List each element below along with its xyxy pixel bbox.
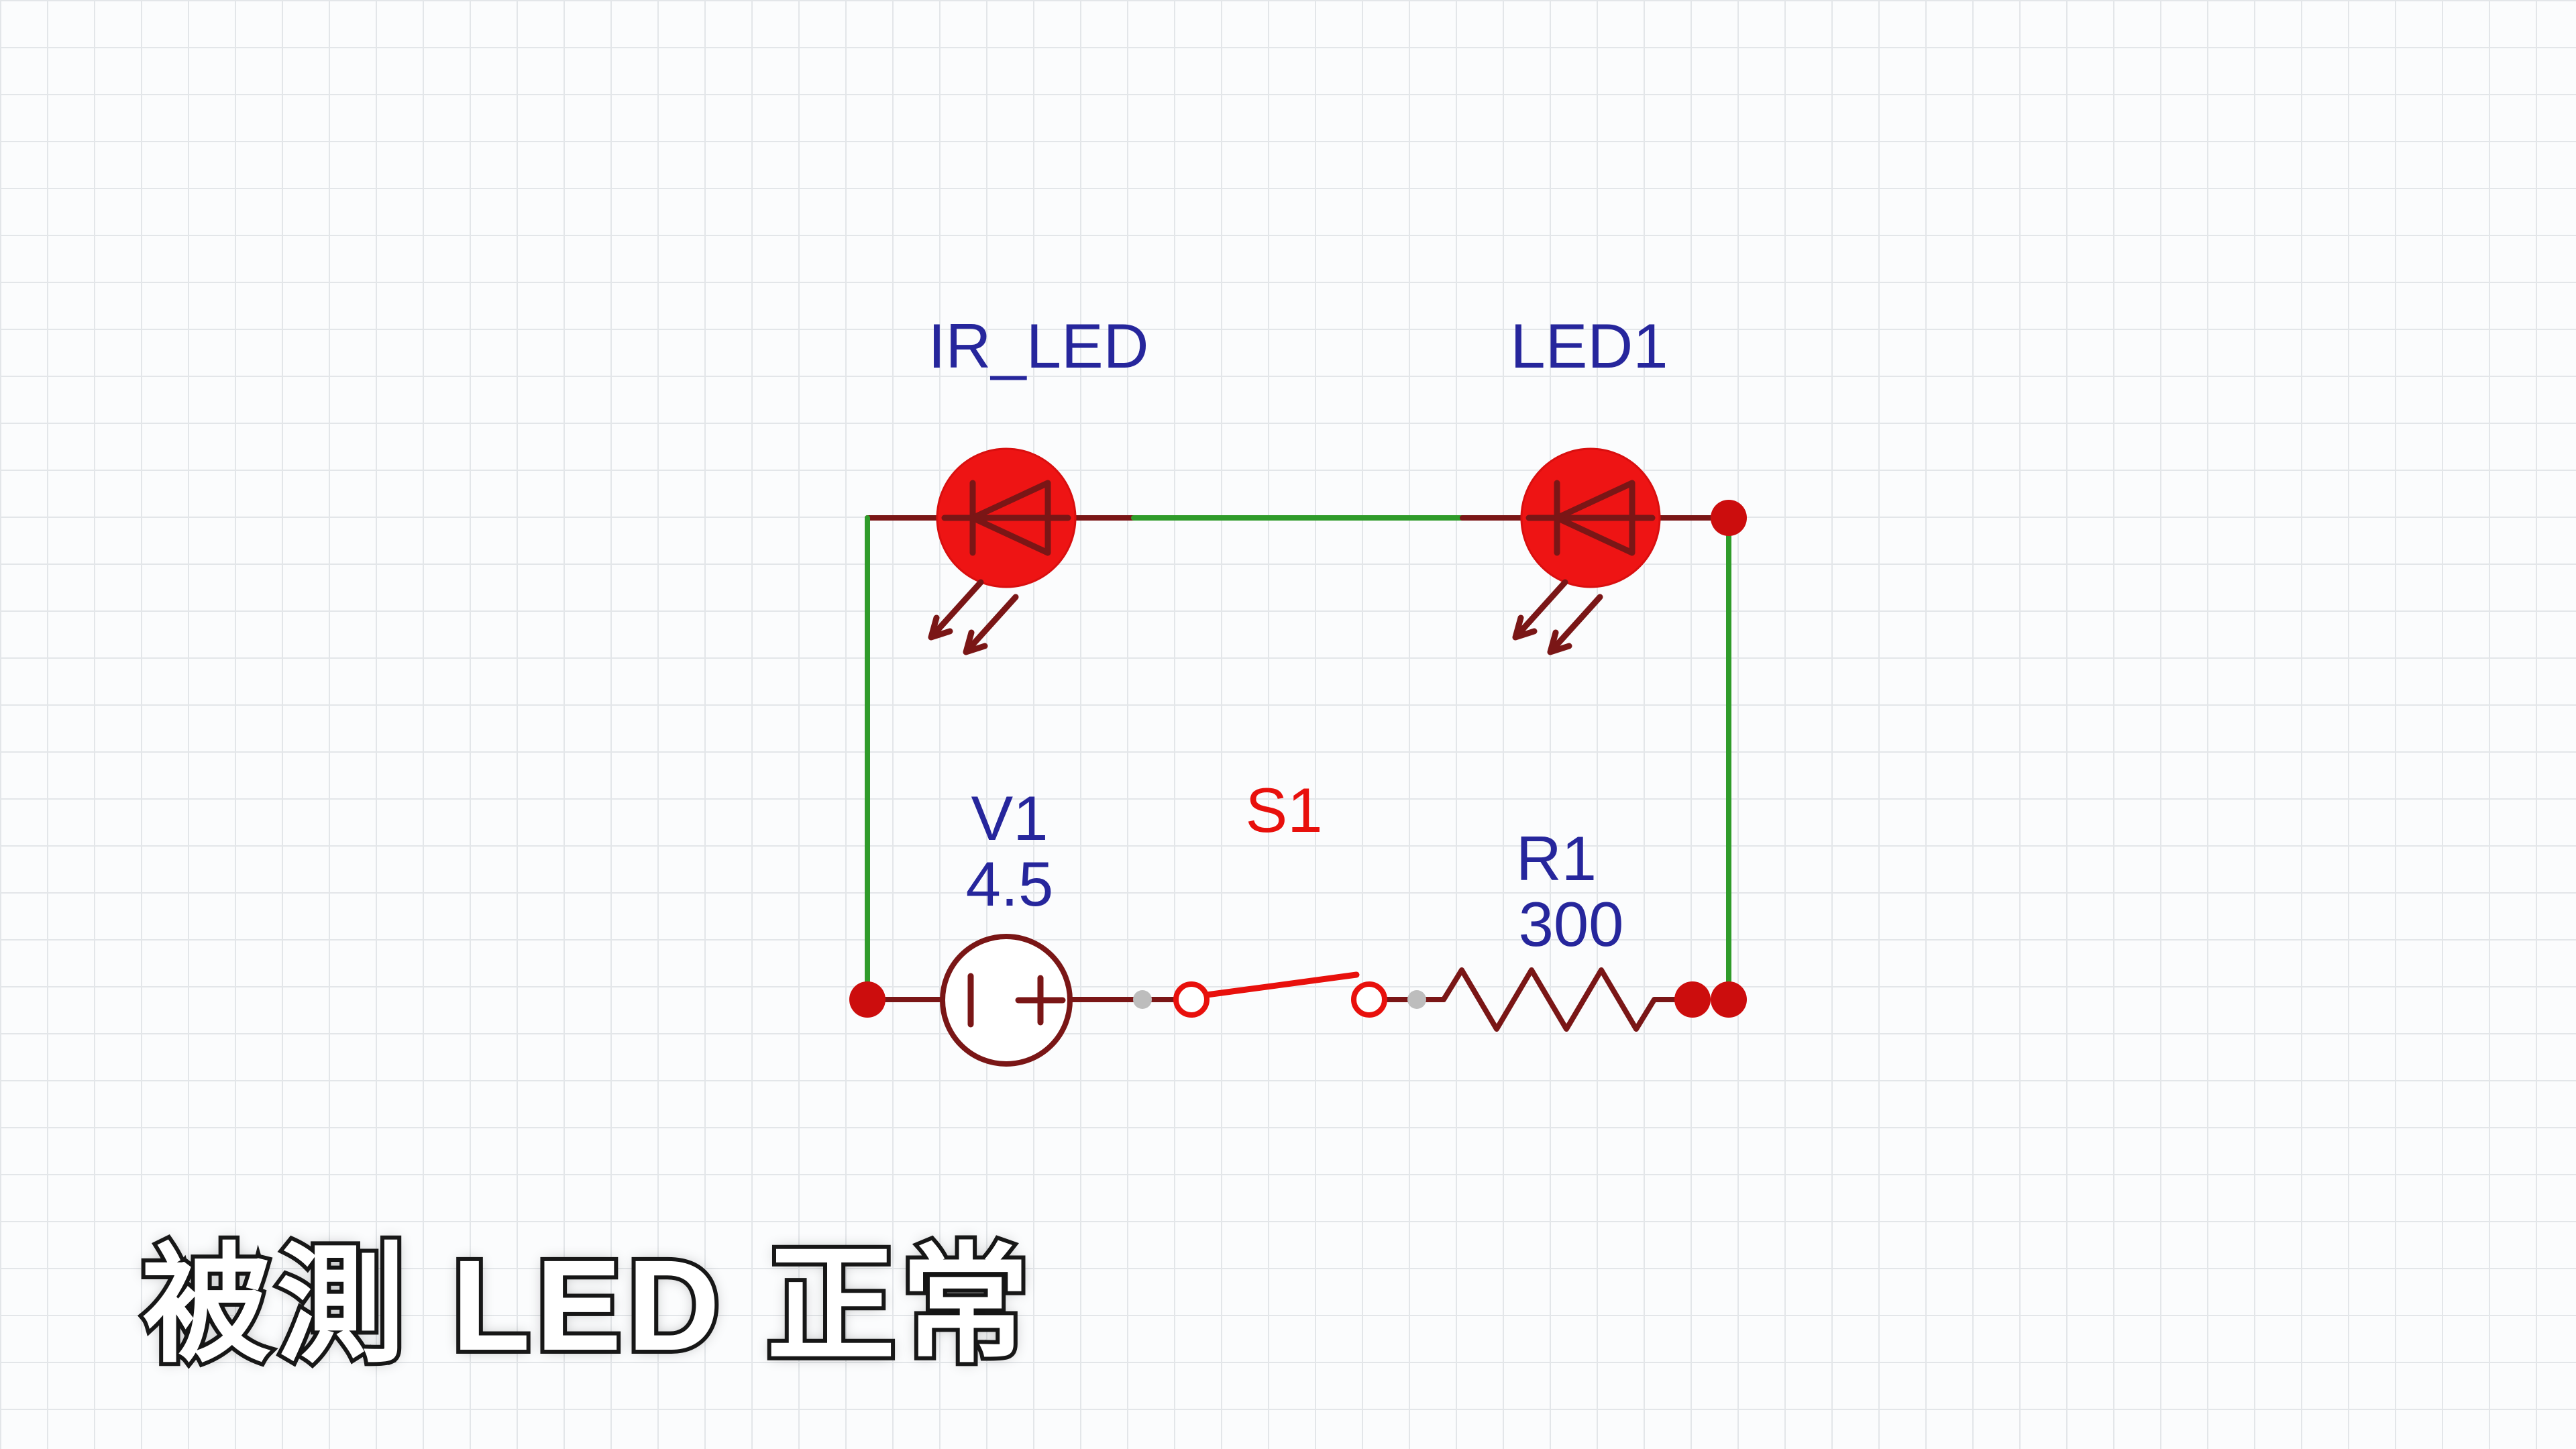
v1-name-label: V1 xyxy=(971,783,1049,853)
r1-name-label: R1 xyxy=(1516,823,1597,894)
switch-blade-icon[interactable] xyxy=(1203,971,1360,998)
diode-symbol-icon xyxy=(1525,480,1656,556)
emission-arrows-icon xyxy=(1512,579,1603,655)
switch-left-terminal-dot-icon xyxy=(1133,990,1152,1009)
v1-value-label: 4.5 xyxy=(966,849,1054,919)
switch-right-terminal-dot-icon xyxy=(1407,990,1426,1009)
junction-dot xyxy=(849,981,885,1018)
caption-subtitle: 被測 LED 正常 xyxy=(138,1229,1035,1381)
diode-symbol-icon xyxy=(941,480,1071,556)
junction-dot xyxy=(1674,981,1711,1018)
wires xyxy=(865,515,1731,1002)
component-s1-switch[interactable]: S1 xyxy=(1133,775,1426,1018)
junction-dot xyxy=(1711,500,1747,536)
switch-left-contact-icon xyxy=(1173,981,1210,1018)
s1-label: S1 xyxy=(1246,775,1323,845)
component-led1[interactable]: LED1 xyxy=(1510,311,1668,655)
component-r1-resistor[interactable]: R1 300 xyxy=(1441,823,1700,1032)
r1-value-label: 300 xyxy=(1519,889,1624,959)
component-v1-voltage-source[interactable]: V1 4.5 xyxy=(940,783,1073,1067)
emission-arrows-icon xyxy=(928,579,1019,655)
plus-terminal-icon xyxy=(1015,975,1066,1026)
switch-right-contact-icon xyxy=(1351,981,1387,1018)
component-ir-led[interactable]: IR_LED xyxy=(928,311,1149,655)
junction-dots xyxy=(849,500,1747,1018)
ir-led-label: IR_LED xyxy=(928,311,1148,381)
voltage-source-body-icon xyxy=(940,934,1073,1067)
led1-label: LED1 xyxy=(1510,311,1668,381)
resistor-zigzag-icon xyxy=(1441,967,1700,1032)
junction-dot xyxy=(1711,981,1747,1018)
